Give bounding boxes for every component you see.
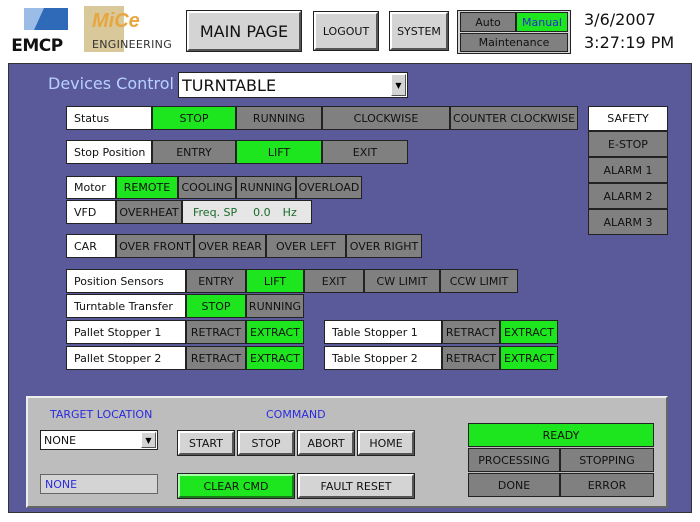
mode-auto[interactable]: Auto (460, 12, 516, 32)
vfd-overheat: OVERHEAT (116, 200, 182, 224)
motor-label: Motor (66, 176, 116, 199)
chevron-down-icon[interactable]: ▼ (141, 432, 156, 448)
mice-logo-subtitle: ENGINEERING (92, 38, 173, 51)
safety-alarm-1: ALARM 1 (588, 157, 668, 183)
start-button[interactable]: START (178, 431, 234, 455)
time-display: 3:27:19 PM (584, 33, 675, 52)
date-display: 3/6/2007 (584, 10, 656, 29)
fault-reset-button[interactable]: FAULT RESET (298, 474, 414, 498)
pallet-stopper-1-label: Pallet Stopper 1 (66, 320, 186, 344)
mode-manual[interactable]: Manual (516, 12, 568, 32)
device-select-value: TURNTABLE (182, 75, 277, 95)
stop-position-lift: LIFT (236, 140, 322, 164)
logout-button[interactable]: LOGOUT (314, 12, 378, 50)
position-sensor-entry: ENTRY (186, 269, 246, 293)
target-location-display: NONE (40, 474, 158, 494)
stop-position-entry: ENTRY (152, 140, 236, 164)
state-error: ERROR (560, 473, 654, 497)
device-select[interactable]: TURNTABLE ▼ (178, 72, 408, 98)
safety-estop: E-STOP (588, 131, 668, 157)
pallet-stopper-1-retract: RETRACT (186, 320, 246, 344)
position-sensors-label: Position Sensors (66, 269, 186, 293)
stop-position-exit: EXIT (322, 140, 408, 164)
table-stopper-1-extract: EXTRACT (500, 320, 558, 344)
table-stopper-2-extract: EXTRACT (500, 346, 558, 370)
turntable-transfer-stop: STOP (186, 294, 246, 318)
pallet-stopper-1-extract: EXTRACT (246, 320, 304, 344)
table-stopper-2-retract: RETRACT (442, 346, 500, 370)
position-sensor-exit: EXIT (304, 269, 364, 293)
status-running: RUNNING (236, 106, 322, 130)
safety-alarm-2: ALARM 2 (588, 183, 668, 209)
target-location-select[interactable]: NONE ▼ (40, 430, 158, 450)
state-done: DONE (468, 473, 560, 497)
clear-cmd-button[interactable]: CLEAR CMD (178, 474, 294, 498)
vfd-freq-display: Freq. SP 0.0 Hz (182, 200, 312, 224)
pallet-stopper-2-extract: EXTRACT (246, 346, 304, 370)
main-page-button[interactable]: MAIN PAGE (187, 11, 301, 51)
target-location-label: TARGET LOCATION (50, 408, 153, 421)
state-processing: PROCESSING (468, 448, 560, 472)
vfd-label: VFD (66, 200, 116, 224)
safety-alarm-3: ALARM 3 (588, 209, 668, 235)
car-over-rear: OVER REAR (194, 234, 266, 258)
motor-running: RUNNING (236, 176, 296, 199)
table-stopper-2-label: Table Stopper 2 (324, 346, 442, 370)
pallet-stopper-2-retract: RETRACT (186, 346, 246, 370)
safety-label: SAFETY (588, 106, 668, 131)
stop-button[interactable]: STOP (238, 431, 294, 455)
position-sensor-ccw-limit: CCW LIMIT (440, 269, 518, 293)
home-button[interactable]: HOME (358, 431, 414, 455)
state-stopping: STOPPING (560, 448, 654, 472)
system-button[interactable]: SYSTEM (390, 12, 448, 50)
chevron-down-icon[interactable]: ▼ (391, 74, 406, 96)
table-stopper-1-retract: RETRACT (442, 320, 500, 344)
command-label: COMMAND (266, 408, 326, 421)
table-stopper-1-label: Table Stopper 1 (324, 320, 442, 344)
state-ready: READY (468, 423, 654, 447)
status-label: Status (66, 106, 152, 130)
mice-logo: MiCe ENGINEERING (78, 6, 180, 56)
status-stop: STOP (152, 106, 236, 130)
motor-cooling: COOLING (178, 176, 236, 199)
car-over-right: OVER RIGHT (346, 234, 422, 258)
mode-maintenance[interactable]: Maintenance (460, 33, 568, 52)
emcp-logo-text: EMCP (11, 36, 63, 56)
vfd-freq-unit: Hz (282, 205, 297, 219)
stop-position-label: Stop Position (66, 140, 152, 164)
turntable-transfer-running: RUNNING (246, 294, 304, 318)
motor-overload: OVERLOAD (296, 176, 362, 199)
pallet-stopper-2-label: Pallet Stopper 2 (66, 346, 186, 370)
position-sensor-cw-limit: CW LIMIT (364, 269, 440, 293)
abort-button[interactable]: ABORT (298, 431, 354, 455)
emcp-logo: EMCP (4, 6, 70, 56)
motor-remote: REMOTE (116, 176, 178, 199)
position-sensor-lift: LIFT (246, 269, 304, 293)
devices-control-label: Devices Control (48, 74, 174, 93)
emcp-logo-graphic (24, 8, 68, 30)
car-over-left: OVER LEFT (266, 234, 346, 258)
vfd-freq-value: 0.0 (253, 205, 271, 219)
car-label: CAR (66, 234, 116, 258)
vfd-freq-label: Freq. SP (193, 205, 238, 219)
status-counter-clockwise: COUNTER CLOCKWISE (450, 106, 578, 130)
car-over-front: OVER FRONT (116, 234, 194, 258)
target-location-select-value: NONE (44, 433, 77, 447)
turntable-transfer-label: Turntable Transfer (66, 294, 186, 318)
mice-logo-title: MiCe (92, 10, 140, 32)
status-clockwise: CLOCKWISE (322, 106, 450, 130)
